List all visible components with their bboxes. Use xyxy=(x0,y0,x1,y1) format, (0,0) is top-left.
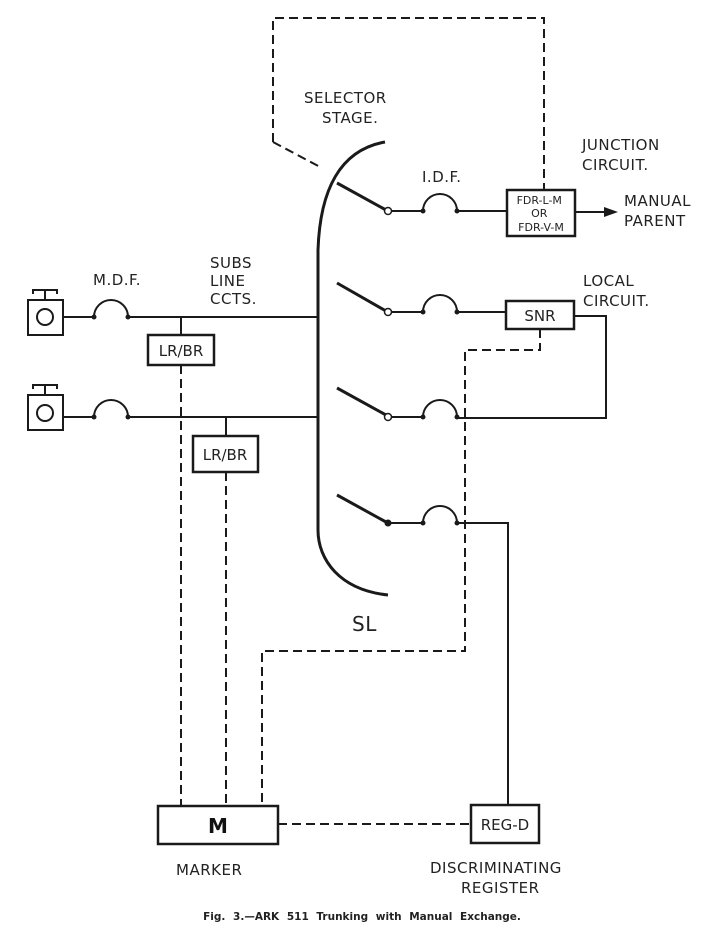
selector-stage-pointer xyxy=(272,141,323,169)
selector-stage-label: SELECTOR STAGE. xyxy=(304,89,392,127)
telephone-1 xyxy=(27,289,64,336)
discriminating-line xyxy=(457,522,509,805)
local-circuit-label: LOCAL CIRCUIT. xyxy=(583,272,650,310)
arrow-head-icon xyxy=(604,207,618,217)
discriminating-register-label: DISCRIMINATING REGISTER xyxy=(430,859,567,897)
selector-bank-arc xyxy=(316,140,389,597)
idf-crossing-4 xyxy=(420,505,460,526)
idf-crossing-1 xyxy=(420,193,460,214)
selector-switch-4 xyxy=(336,493,423,527)
mdf-crossing-1 xyxy=(91,299,131,320)
idf-crossing-2 xyxy=(420,294,460,315)
selector-switch-1 xyxy=(336,181,423,216)
subs-line-ccts-label: SUBS LINE CCTS. xyxy=(210,254,257,308)
lrbr-box-2-label: LR/BR xyxy=(203,446,248,464)
mdf-crossing-2 xyxy=(91,399,131,420)
lrbr-box-1 xyxy=(146,333,216,367)
selector-stage-control-path xyxy=(272,17,545,210)
idf-crossing-3 xyxy=(420,399,460,420)
selector-switch-2 xyxy=(336,281,423,317)
regd-box-label: REG-D xyxy=(481,816,530,834)
lrbr-box-1-label: LR/BR xyxy=(159,342,204,360)
fdr-box xyxy=(505,188,577,238)
regd-box xyxy=(469,803,541,845)
snr-control-path xyxy=(261,329,541,806)
lrbr-box-2 xyxy=(191,434,260,474)
marker-label: MARKER xyxy=(176,861,242,879)
local-circuit-loop xyxy=(457,315,607,419)
fdr-box-label: FDR-L-M OR FDR-V-M xyxy=(517,194,566,234)
mdf-label: M.D.F. xyxy=(93,271,141,289)
idf-label: I.D.F. xyxy=(422,168,462,186)
marker-box-label: M xyxy=(208,814,228,838)
marker-box xyxy=(156,804,280,846)
selector-switch-3 xyxy=(336,386,423,422)
manual-parent-label: MANUAL PARENT xyxy=(624,192,696,230)
telephone-2 xyxy=(27,384,64,431)
figure-caption: Fig. 3.—ARK 511 Trunking with Manual Exc… xyxy=(203,911,521,923)
sl-label: SL xyxy=(352,612,377,636)
snr-box-label: SNR xyxy=(524,307,555,325)
junction-circuit-label: JUNCTION CIRCUIT. xyxy=(581,136,665,174)
